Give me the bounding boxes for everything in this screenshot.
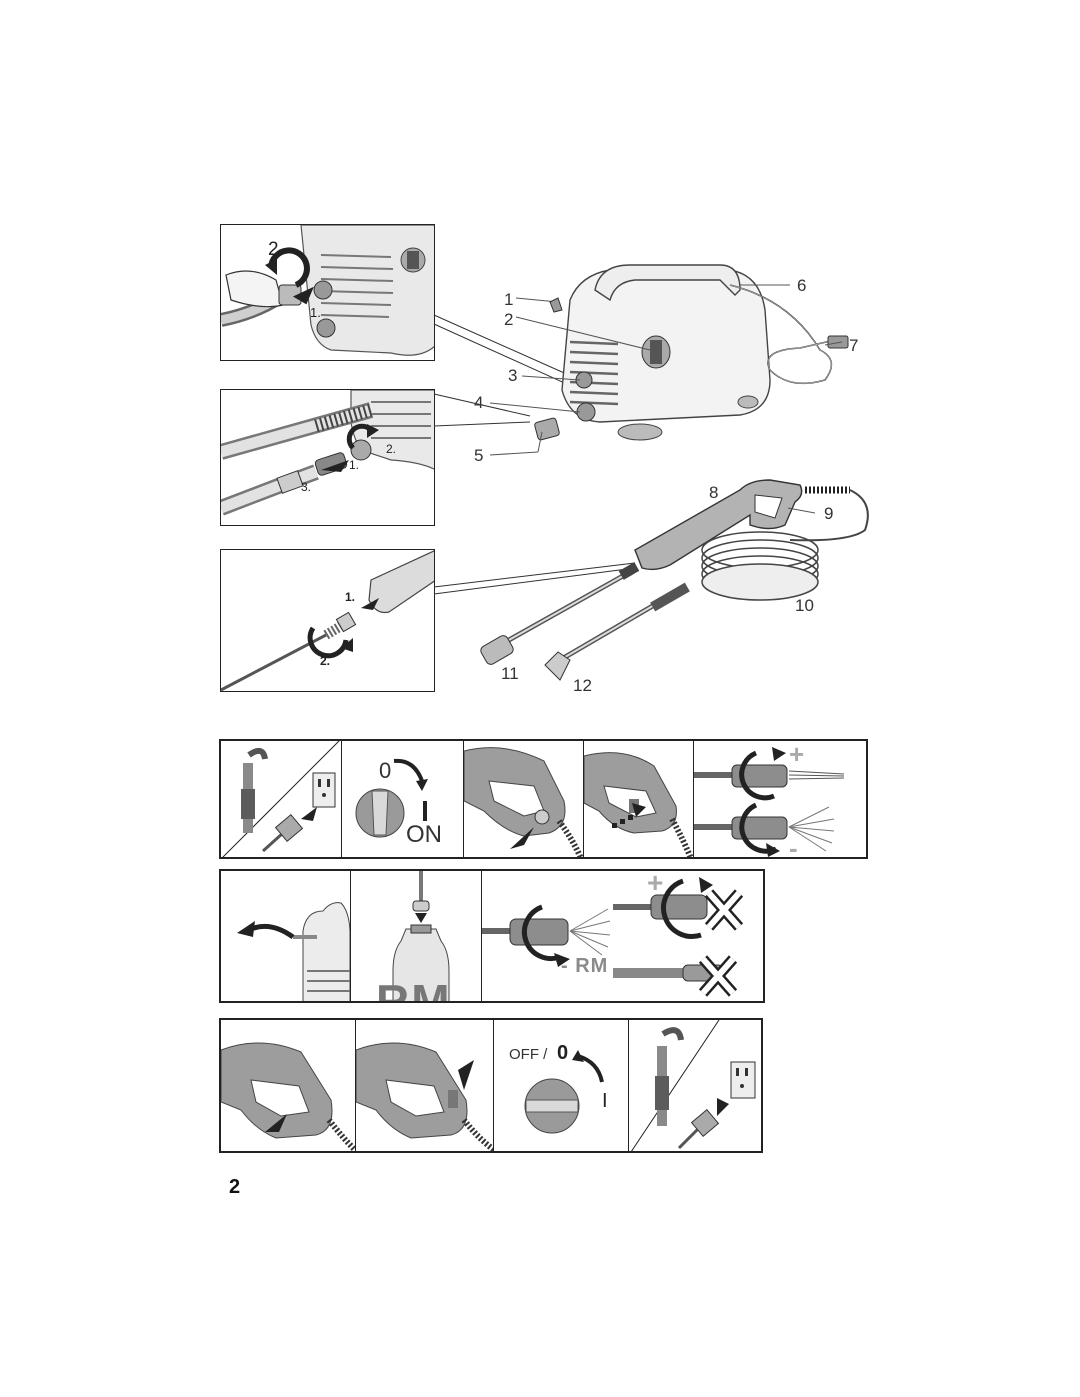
nozzle-minus-rm-label: - RM: [561, 955, 609, 977]
inset-connect-step-2-label: 2.: [268, 239, 284, 260]
detergent-hose-step: [221, 871, 350, 1001]
hose-connection-illustration: [221, 390, 434, 516]
inset-connect-hose: 2. 1. 3.: [220, 389, 435, 526]
detergent-bottle-illustration: [392, 871, 450, 1001]
on-mark: I: [602, 1090, 608, 1112]
release-trigger-step: [221, 1020, 355, 1151]
inset-hose-step-3-label: 3.: [301, 480, 312, 494]
detergent-hose-illustration: [237, 902, 350, 1001]
callout-8: 8: [709, 483, 719, 502]
callout-5: 5: [474, 446, 484, 465]
inset-attach-lance: 1. 2.: [220, 549, 435, 692]
gun-trigger-illustration: [464, 747, 584, 857]
trigger-release-step: [463, 741, 584, 857]
detergent-spray-step: - RM: [481, 871, 614, 1001]
page-number: 2: [229, 1176, 241, 1198]
detergent-strip: RM - RM +: [219, 869, 765, 1003]
callout-10: 10: [795, 596, 814, 615]
callout-4: 4: [474, 393, 484, 412]
inset-hose-step-1-label: 1.: [349, 458, 360, 472]
switch-off-step: OFF / 0 I: [493, 1020, 629, 1151]
inset-lance-step-1-label: 1.: [345, 590, 356, 604]
callout-1: 1: [504, 290, 514, 309]
trigger-release-illustration: [221, 1042, 355, 1151]
off-digit: 0: [557, 1042, 569, 1064]
callout-7: 7: [849, 336, 859, 355]
plug-in-step: [221, 741, 341, 857]
unplug-illustration: [631, 1020, 756, 1151]
spray-plus-mark: +: [789, 741, 805, 769]
plug-in-illustration: [222, 741, 340, 857]
inlet-connection-illustration: [221, 225, 434, 356]
inset-hose-step-2-label: 2.: [386, 442, 397, 456]
switch-on-step: 0 ON: [341, 741, 464, 857]
callout-6: 6: [797, 276, 807, 295]
inset-lance-step-2-label: 2.: [320, 654, 331, 668]
pressure-washer-exploded-view: [433, 264, 869, 681]
pull-trigger-step: [583, 741, 694, 857]
gun-pull-illustration: [584, 752, 694, 857]
detergent-not-allowed-step: +: [613, 871, 763, 1001]
spray-adjust-illustration: [694, 747, 845, 857]
unplug-step: [628, 1020, 761, 1151]
shutdown-strip: OFF / 0 I: [219, 1018, 763, 1153]
inset-connect-step-1-label: 1.: [310, 305, 321, 320]
trigger-lock-illustration: [356, 1042, 494, 1151]
callout-11: 11: [501, 664, 519, 683]
operation-strip: 0 ON: [219, 739, 868, 859]
callout-9: 9: [824, 504, 834, 523]
adjust-spray-step: + -: [693, 741, 866, 857]
inset-connect-inlet: 2. 1.: [220, 224, 435, 361]
switch-on-label: ON: [406, 821, 442, 848]
callout-12: 12: [573, 676, 592, 695]
low-pressure-spray-illustration: [482, 904, 611, 967]
lance-attach-illustration: [221, 550, 434, 691]
off-label: OFF /: [509, 1046, 548, 1063]
bottle-rm-label: RM: [376, 975, 452, 1001]
detergent-bottle-step: RM: [350, 871, 482, 1001]
not-allowed-illustration: [613, 877, 744, 997]
lock-trigger-step: [355, 1020, 494, 1151]
switch-off-digit: 0: [379, 758, 392, 783]
detergent-plus-mark: +: [647, 871, 664, 898]
callout-2: 2: [504, 310, 514, 329]
spray-minus-mark: -: [789, 833, 798, 857]
switch-dial-off: [524, 1050, 604, 1134]
switch-dial-on: [355, 758, 428, 838]
callout-3: 3: [508, 366, 518, 385]
